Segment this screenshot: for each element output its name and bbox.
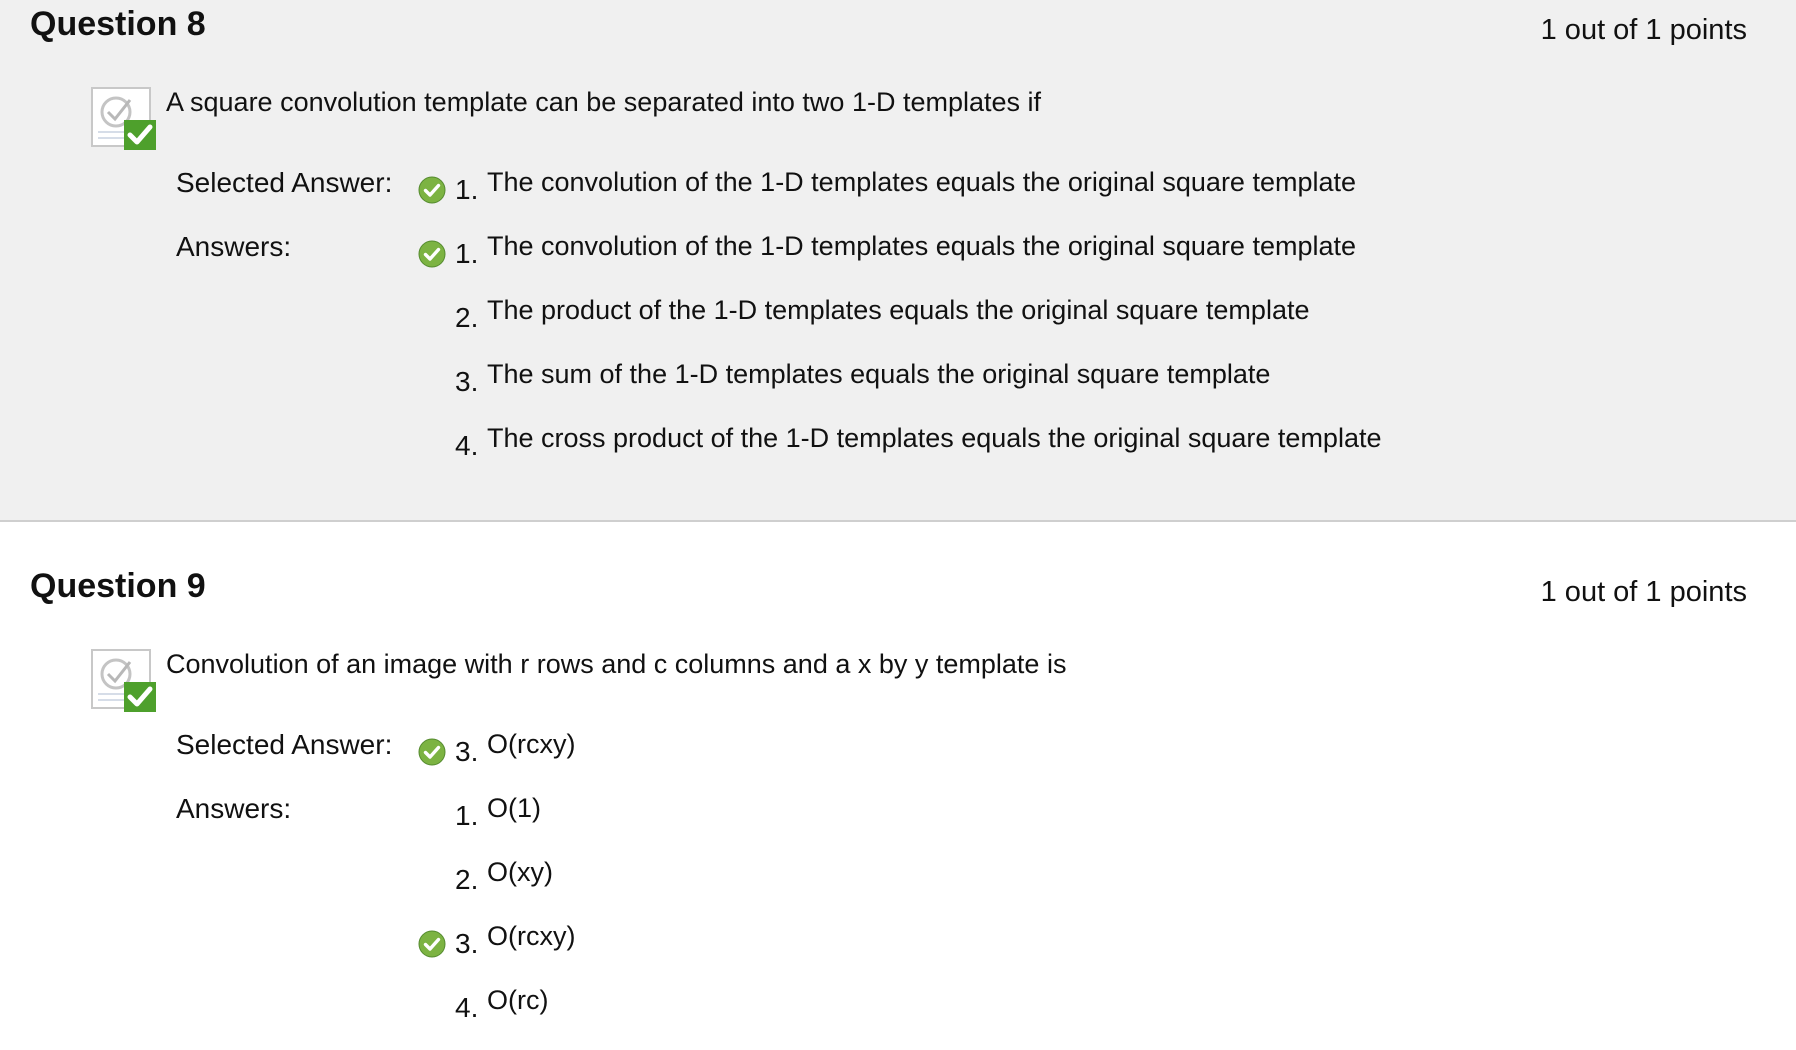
- question-title: Question 9: [30, 567, 206, 605]
- question-text: Convolution of an image with r rows and …: [166, 649, 1067, 679]
- answer-number: 1.: [455, 174, 479, 205]
- question-title: Question 8: [30, 5, 206, 43]
- selected-answer-label: Selected Answer:: [176, 729, 393, 760]
- correct-check-icon: [418, 240, 446, 268]
- answer-text: O(rcxy): [487, 729, 576, 759]
- answer-text: The cross product of the 1-D templates e…: [487, 423, 1382, 453]
- answer-text: O(rc): [487, 985, 549, 1015]
- answer-number: 2.: [455, 302, 479, 333]
- answer-text: The convolution of the 1-D templates equ…: [487, 167, 1357, 197]
- answer-number: 1.: [455, 800, 479, 831]
- question-8-panel: Question 8 1 out of 1 points A square co…: [0, 0, 1796, 522]
- answers-label: Answers:: [176, 793, 292, 824]
- answer-text: The sum of the 1-D templates equals the …: [487, 359, 1271, 389]
- question-points: 1 out of 1 points: [1540, 576, 1747, 608]
- selected-answer-label: Selected Answer:: [176, 167, 393, 198]
- question-points: 1 out of 1 points: [1540, 14, 1747, 46]
- answer-text: The product of the 1-D templates equals …: [487, 295, 1310, 325]
- answer-number: 2.: [455, 864, 479, 895]
- answer-text: O(rcxy): [487, 921, 576, 951]
- correct-check-icon: [418, 176, 446, 204]
- correct-document-icon: [91, 649, 156, 712]
- answer-number: 4.: [455, 430, 479, 461]
- question-text: A square convolution template can be sep…: [166, 87, 1042, 117]
- correct-check-icon: [418, 738, 446, 766]
- answer-number: 3.: [455, 366, 479, 397]
- correct-check-icon: [418, 930, 446, 958]
- answer-text: The convolution of the 1-D templates equ…: [487, 231, 1357, 261]
- answers-label: Answers:: [176, 231, 292, 262]
- answer-number: 3.: [455, 928, 479, 959]
- question-9-panel: Question 9 1 out of 1 points Convolution…: [0, 562, 1796, 1050]
- correct-document-icon: [91, 87, 156, 150]
- answer-number: 4.: [455, 992, 479, 1023]
- answer-number: 3.: [455, 736, 479, 767]
- answer-text: O(1): [487, 793, 541, 823]
- answer-text: O(xy): [487, 857, 553, 887]
- answer-number: 1.: [455, 238, 479, 269]
